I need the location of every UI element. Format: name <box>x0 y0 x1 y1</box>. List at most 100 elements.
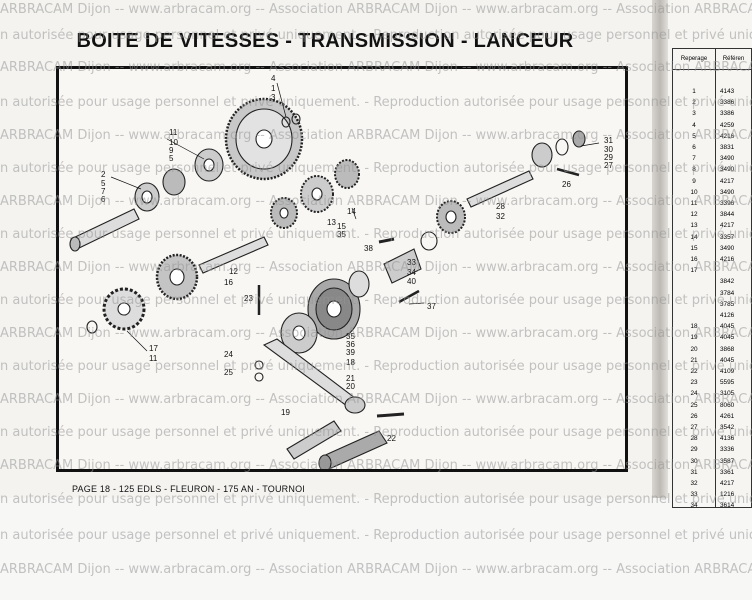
svg-text:35: 35 <box>346 332 355 341</box>
svg-text:4: 4 <box>271 74 276 83</box>
table-cell-reperage: 25 <box>690 401 698 409</box>
kick-guide-34 <box>383 248 422 284</box>
table-cell-reference: 4217 <box>720 177 735 185</box>
table-cell-reference: 3386 <box>720 99 735 107</box>
table-cell-reference: 3784 <box>720 289 735 297</box>
table-cell-reference: 3357 <box>720 233 735 241</box>
header-reference: Référen <box>715 48 752 70</box>
svg-text:30: 30 <box>604 145 613 154</box>
nut-1 <box>291 113 301 125</box>
table-cell-reperage: 9 <box>692 177 696 185</box>
svg-text:13: 13 <box>327 218 336 227</box>
table-cell-reference: 3490 <box>720 244 735 252</box>
exploded-diagram-frame: 4 1 3 11 10 9 5 2 5 7 6 14 13 15 35 12 1… <box>56 66 628 472</box>
ratchet-35 <box>348 270 370 298</box>
gear-small-8 <box>134 182 160 212</box>
table-cell-reference: 4261 <box>720 412 735 420</box>
table-cell-reperage: 33 <box>690 491 698 499</box>
svg-text:23: 23 <box>244 294 253 303</box>
table-cell-reference: 3587 <box>720 457 735 465</box>
svg-text:27: 27 <box>604 161 613 170</box>
kick-pedal-rubber <box>318 430 388 469</box>
gear-16 <box>155 253 199 301</box>
table-cell-reperage: 32 <box>690 480 698 487</box>
table-cell-reperage: 26 <box>690 412 698 420</box>
svg-text:2: 2 <box>101 170 106 179</box>
table-cell-reference: 3842 <box>720 278 735 286</box>
gear-15 <box>334 159 360 189</box>
table-cell-reference: 3785 <box>720 300 735 308</box>
spring-30 <box>555 138 569 156</box>
table-cell-reperage: 10 <box>690 188 698 196</box>
svg-text:24: 24 <box>224 350 233 359</box>
table-cell-reference: 3361 <box>720 468 735 476</box>
table-cell-reference: 3844 <box>720 211 735 219</box>
table-cell-reference: 3490 <box>720 166 735 174</box>
svg-text:9: 9 <box>169 146 174 155</box>
table-cell-reference: 3831 <box>720 144 735 151</box>
svg-text:39: 39 <box>346 348 355 357</box>
kick-disc-36 <box>280 312 318 354</box>
cap-31 <box>572 130 586 148</box>
table-cell-reference: 3542 <box>720 424 735 431</box>
output-sprocket <box>102 287 146 331</box>
nut-25 <box>254 372 264 382</box>
svg-text:16: 16 <box>224 278 233 287</box>
svg-text:35: 35 <box>337 230 346 239</box>
primary-shaft <box>69 208 140 252</box>
svg-text:7: 7 <box>101 187 106 196</box>
gear-13 <box>270 197 298 229</box>
page-footer: PAGE 18 - 125 EDLS - FLEURON - 175 AN - … <box>72 484 305 494</box>
exploded-diagram: 4 1 3 11 10 9 5 2 5 7 6 14 13 15 35 12 1… <box>69 74 613 469</box>
table-cell-reperage: 28 <box>690 435 698 443</box>
kick-lever <box>262 338 366 414</box>
svg-text:5: 5 <box>169 154 174 163</box>
gear-10 <box>194 148 224 182</box>
scan-background <box>0 498 752 600</box>
table-cell-reperage: 17 <box>690 267 698 275</box>
table-cell-reference: 4216 <box>720 132 735 140</box>
svg-text:15: 15 <box>337 222 346 231</box>
bolt-21 <box>376 412 405 418</box>
svg-text:3: 3 <box>271 93 276 102</box>
table-cell-reperage: 4 <box>692 121 696 129</box>
table-cell-reperage: 11 <box>690 200 698 207</box>
svg-text:17: 17 <box>149 344 158 353</box>
crown-gear <box>224 97 304 181</box>
table-cell-reperage: 13 <box>690 222 698 230</box>
table-cell-reference: 4259 <box>720 121 735 129</box>
table-cell-reperage: 14 <box>690 233 698 241</box>
table-cell-reference: 4126 <box>720 312 735 319</box>
svg-text:25: 25 <box>224 368 233 377</box>
table-cell-reperage: 21 <box>690 356 698 364</box>
secondary-shaft <box>198 236 269 274</box>
pin-37 <box>398 289 420 304</box>
table-cell-reference: 4216 <box>720 256 735 263</box>
table-cell-reperage: 16 <box>690 256 698 263</box>
svg-text:31: 31 <box>604 136 613 145</box>
svg-text:19: 19 <box>281 408 290 417</box>
table-cell-reperage: 1 <box>692 88 696 95</box>
svg-text:6: 6 <box>101 195 106 204</box>
kickstart-drum <box>307 278 361 340</box>
svg-text:10: 10 <box>169 138 178 147</box>
book-gutter <box>652 0 668 498</box>
table-cell-reference: 4045 <box>720 334 735 342</box>
table-cell-reference: 4045 <box>720 323 735 331</box>
table-cell-reference: 5595 <box>720 379 735 387</box>
svg-text:33: 33 <box>407 258 416 267</box>
svg-text:20: 20 <box>346 382 355 391</box>
svg-text:1: 1 <box>271 84 276 93</box>
table-cell-reperage: 6 <box>692 144 696 151</box>
circlip-11 <box>86 320 98 334</box>
table-cell-reference: 3614 <box>720 502 735 510</box>
header-reperage: Reperage <box>672 48 716 70</box>
gear-14 <box>300 175 334 213</box>
svg-text:29: 29 <box>604 153 613 162</box>
svg-text:11: 11 <box>149 354 158 363</box>
svg-text:38: 38 <box>364 244 373 253</box>
table-cell-reference: 4136 <box>720 435 735 443</box>
kick-pedal-19 <box>286 420 342 460</box>
table-cell-reference: 8060 <box>720 401 735 409</box>
